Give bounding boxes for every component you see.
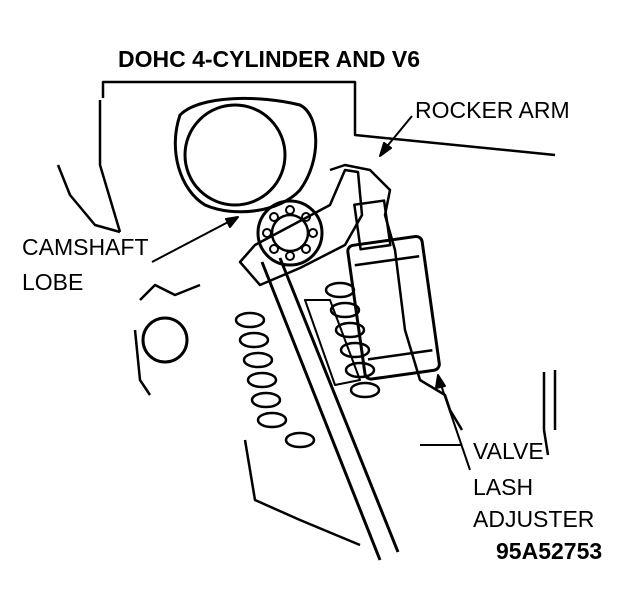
valve-guide — [304, 299, 361, 386]
valve-lash-label-line3: ADJUSTER — [473, 506, 595, 532]
camshaft-circle — [183, 103, 287, 207]
cylinder-head-outline — [56, 80, 556, 234]
lash-adjuster-pointer — [420, 374, 471, 471]
rocker-arm — [238, 168, 364, 287]
valve-lash-label-line1: VALVE — [473, 438, 544, 464]
camshaft-lobe-label-line2: LOBE — [22, 269, 84, 295]
rocker-arm-pointer — [379, 115, 413, 157]
roller-bearings — [262, 205, 318, 261]
figure-id: 95A52753 — [496, 538, 603, 564]
valve-springs — [234, 281, 381, 449]
head-right-wall — [542, 370, 557, 456]
valve-lash-label-line2: LASH — [473, 474, 534, 500]
camshaft-lobe-label-line1: CAMSHAFT — [22, 234, 149, 260]
bolt-hole — [141, 316, 189, 364]
camshaft-lobe-pointer — [151, 216, 239, 263]
head-lower-outline — [133, 283, 361, 547]
valve-stem — [260, 257, 400, 561]
rocker-arm-label: ROCKER ARM — [415, 97, 570, 123]
camshaft-lobe — [173, 96, 318, 214]
diagram-title: DOHC 4-CYLINDER AND V6 — [118, 46, 421, 72]
roller-follower — [256, 199, 324, 267]
lash-adjuster — [346, 199, 441, 381]
